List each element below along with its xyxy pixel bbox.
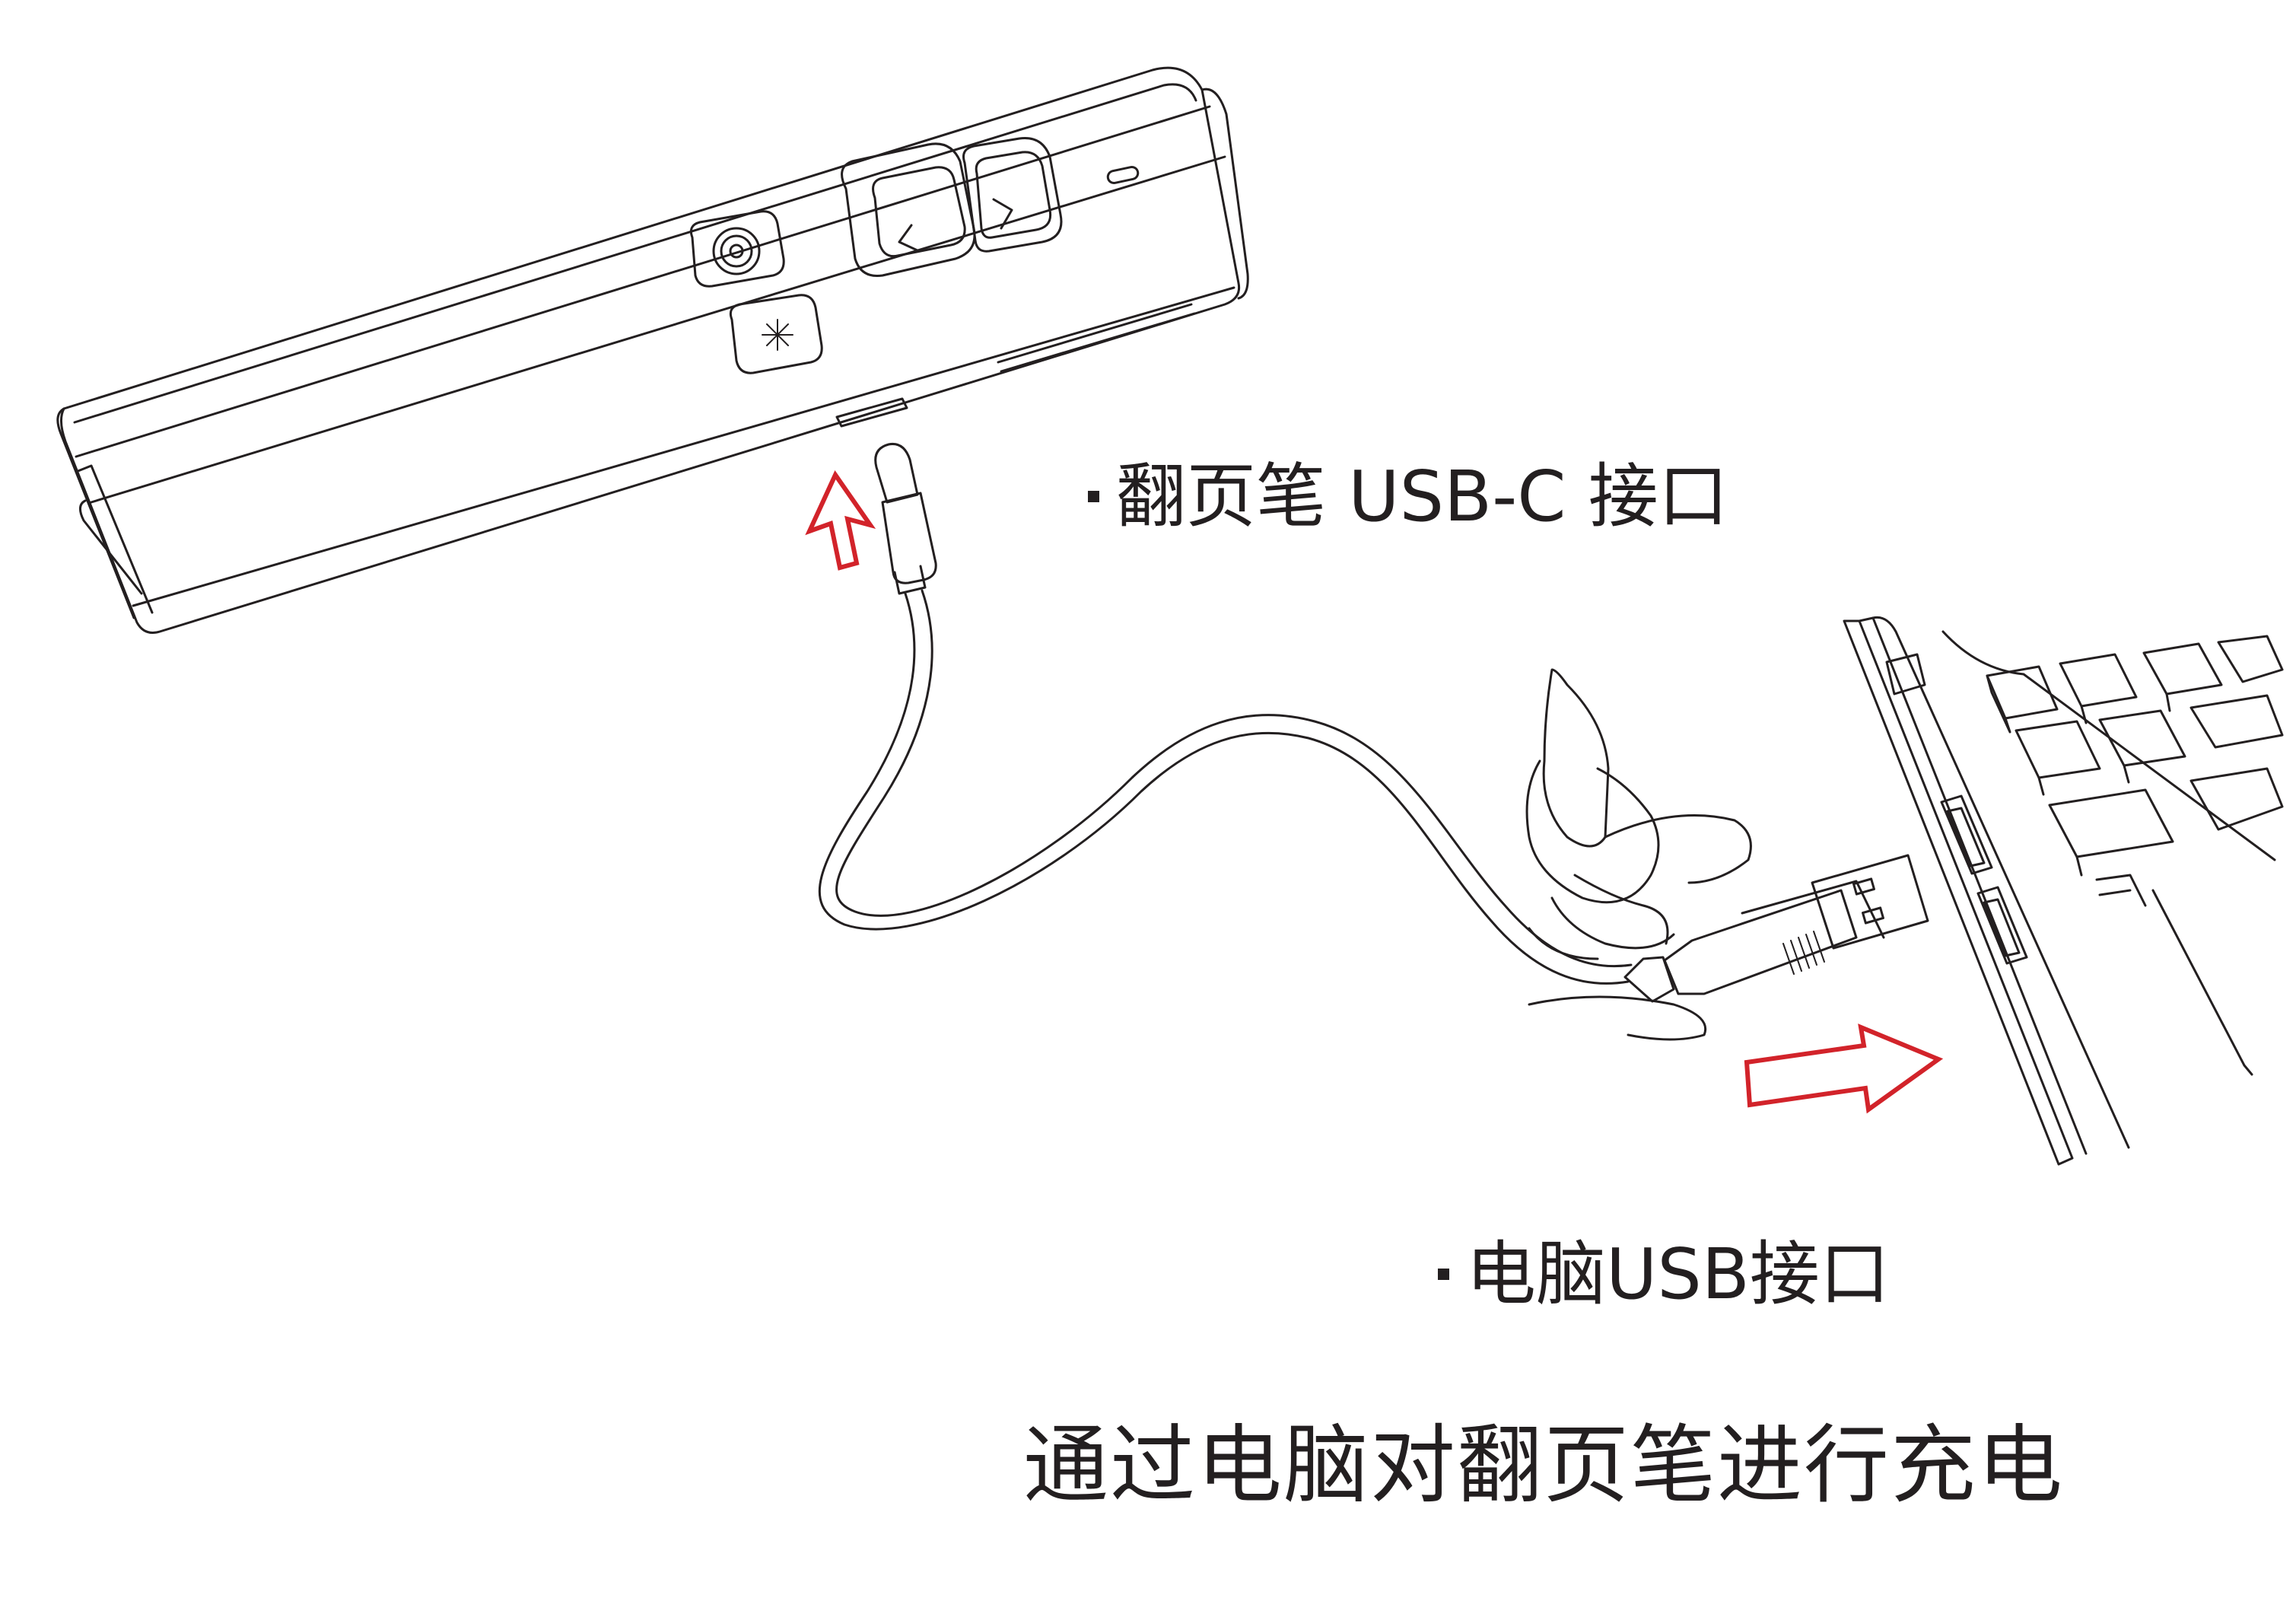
- computer-port-label: 电脑USB接口: [1438, 1218, 1890, 1319]
- usb-cable-icon: [818, 442, 1929, 1003]
- presenter-remote-icon: [56, 66, 1249, 634]
- computer-port-text: 电脑USB接口: [1466, 1234, 1890, 1315]
- right-arrow-icon: [1744, 1023, 1944, 1114]
- hand-icon: [1525, 668, 1752, 1041]
- laptop-icon: [1843, 616, 2284, 1166]
- presenter-port-text: 翻页笔 USB-C 接口: [1116, 456, 1728, 537]
- bullet-icon: [1438, 1269, 1449, 1281]
- bullet-icon: [1088, 491, 1099, 503]
- diagram-caption: 通过电脑对翻页笔进行充电: [1023, 1416, 2064, 1515]
- presenter-buttons: [689, 137, 1140, 374]
- presenter-port-label: 翻页笔 USB-C 接口: [1088, 440, 1728, 541]
- keyboard-keys: [1986, 635, 2284, 907]
- up-arrow-icon: [805, 470, 876, 571]
